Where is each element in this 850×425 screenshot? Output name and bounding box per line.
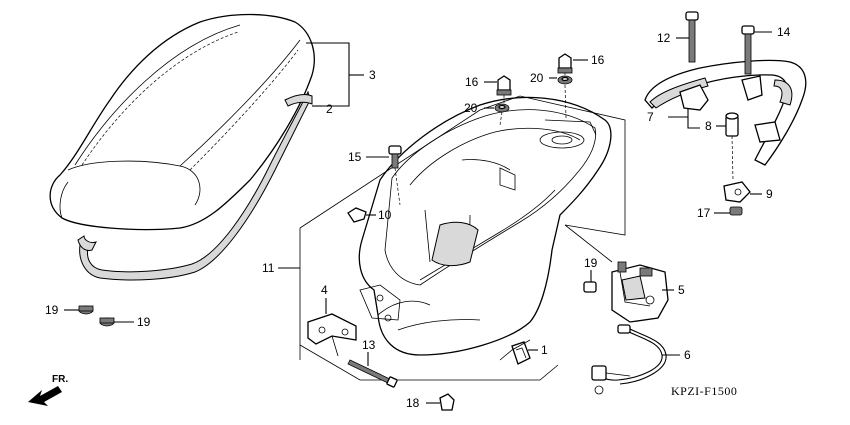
part-15-bolt bbox=[388, 145, 402, 169]
callout-1: 1 bbox=[541, 343, 548, 357]
seat bbox=[49, 13, 315, 231]
part-16-nut-right bbox=[557, 53, 573, 74]
callout-4: 4 bbox=[321, 283, 328, 297]
callout-10: 10 bbox=[378, 208, 392, 222]
callout-19-left-upper: 19 bbox=[45, 303, 59, 317]
callout-16-right: 16 bbox=[591, 53, 605, 67]
grab-rail bbox=[644, 59, 807, 166]
callout-20-right: 20 bbox=[530, 71, 544, 85]
callout-18: 18 bbox=[406, 396, 420, 410]
callout-7: 7 bbox=[647, 110, 654, 124]
front-direction-arrow: FR. bbox=[28, 374, 68, 406]
callout-5: 5 bbox=[678, 283, 685, 297]
part-17-nut bbox=[729, 206, 743, 216]
callout-11: 11 bbox=[262, 261, 275, 275]
callout-8: 8 bbox=[705, 119, 712, 133]
seat-latch bbox=[611, 261, 669, 323]
diagram-code: KPZI-F1500 bbox=[671, 384, 737, 398]
part-9-bracket bbox=[723, 181, 751, 203]
front-direction-label: FR. bbox=[52, 374, 68, 385]
seat-rubber bbox=[77, 90, 313, 281]
callout-16-left: 16 bbox=[465, 75, 479, 89]
callout-9: 9 bbox=[766, 187, 773, 201]
callout-20-left: 20 bbox=[464, 101, 478, 115]
part-4-bracket bbox=[307, 313, 357, 357]
callout-17: 17 bbox=[697, 206, 711, 220]
part-19-nut-left-lower bbox=[99, 317, 115, 327]
callout-12: 12 bbox=[657, 31, 671, 45]
callout-3: 3 bbox=[369, 68, 376, 82]
part-18-clip bbox=[439, 393, 455, 411]
part-8-collar bbox=[725, 112, 739, 137]
part-16-nut-left bbox=[496, 75, 512, 96]
seat-cable bbox=[591, 324, 667, 395]
part-14-bolt bbox=[741, 25, 755, 75]
part-10-clip bbox=[347, 207, 376, 223]
part-19-nut-latch bbox=[583, 281, 597, 293]
callout-2: 2 bbox=[326, 102, 333, 116]
callout-6: 6 bbox=[684, 348, 691, 362]
callout-13: 13 bbox=[362, 338, 376, 352]
callout-14: 14 bbox=[777, 25, 791, 39]
part-12-bolt bbox=[685, 11, 699, 63]
part-19-nut-left-upper bbox=[78, 305, 94, 315]
part-13-bolt bbox=[347, 359, 398, 388]
callout-19-left-lower: 19 bbox=[137, 315, 151, 329]
luggage-box bbox=[358, 96, 612, 356]
callout-19-latch: 19 bbox=[584, 256, 598, 270]
callout-15: 15 bbox=[348, 150, 362, 164]
